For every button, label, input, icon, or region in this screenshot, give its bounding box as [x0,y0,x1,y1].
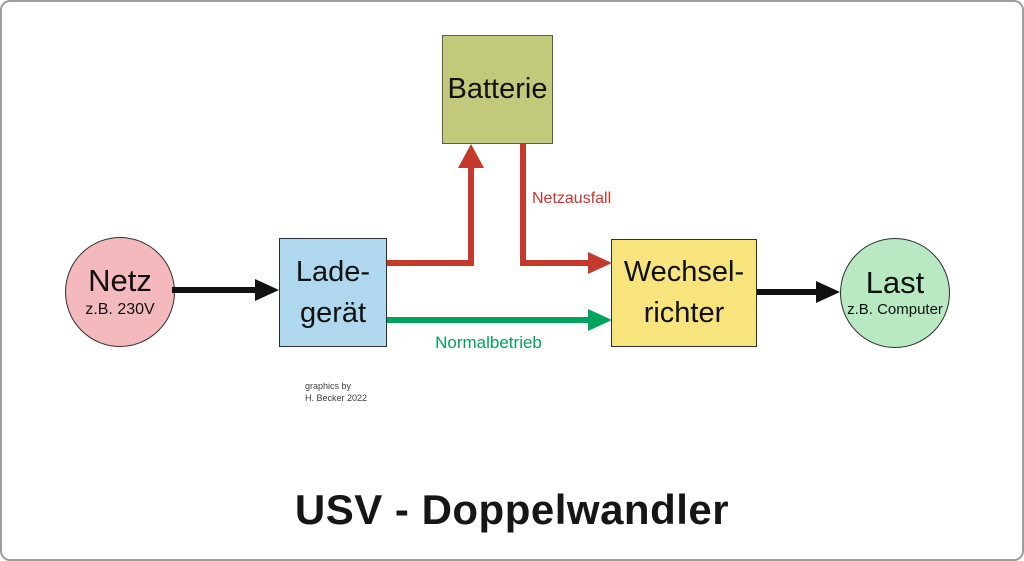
last-label: Last [865,264,925,300]
credit-line2: H. Becker 2022 [305,392,368,403]
wechselrichter-label-line1: Wechsel- [623,256,745,289]
netz-node: Netz z.B. 230V [65,237,175,347]
last-node: Last z.B. Computer [840,238,950,348]
edge-wechselrichter-last-line [757,289,819,295]
edge-ladegeraet-wechselrichter-line [387,317,590,323]
batterie-node: Batterie [442,35,553,144]
netzausfall-edge-label: Netzausfall [532,190,612,207]
edge-batterie-wechselrichter-vline [520,144,526,266]
ladegeraet-label-line1: Lade- [295,255,371,288]
edge-netz-ladegeraet-line [172,287,258,293]
edge-batterie-wechselrichter-arrowhead [588,252,612,274]
netz-label: Netz [88,263,152,299]
ladegeraet-node: Lade- gerät [279,238,387,347]
last-sublabel: z.B. Computer [847,301,943,319]
diagram-title: USV - Doppelwandler [294,486,730,533]
edge-batterie-wechselrichter-hline [520,260,590,266]
batterie-label: Batterie [447,73,548,106]
ladegeraet-label-line2: gerät [299,296,367,329]
edge-netz-ladegeraet-arrowhead [255,279,279,301]
edge-ladegeraet-batterie-vline [468,165,474,266]
wechselrichter-node: Wechsel- richter [611,239,757,347]
edge-ladegeraet-batterie-arrowhead [458,144,484,168]
credit-note: graphics by H. Becker 2022 [305,381,367,404]
credit-line1: graphics by [305,381,352,391]
edge-ladegeraet-batterie-hline [387,260,474,266]
normalbetrieb-edge-label: Normalbetrieb [435,333,542,352]
edge-ladegeraet-wechselrichter-arrowhead [588,309,612,331]
netz-sublabel: z.B. 230V [85,300,155,318]
wechselrichter-label-line2: richter [643,297,725,329]
edge-wechselrichter-last-arrowhead [816,281,840,303]
